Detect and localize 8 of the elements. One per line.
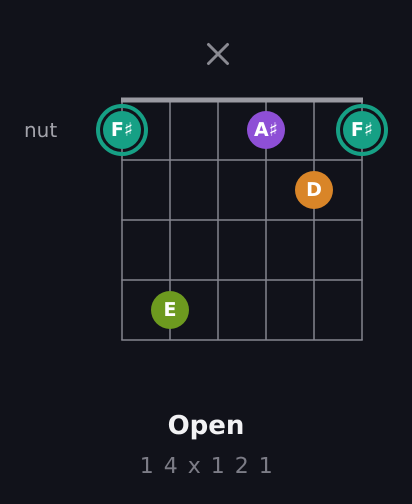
fret-position-label: nut <box>24 118 58 142</box>
note-marker: D <box>295 171 333 209</box>
note-marker: E <box>151 291 189 329</box>
note-marker: A♯ <box>247 111 285 149</box>
ringed-note-marker: F♯ <box>96 104 148 156</box>
fingering-text: 1 4 x 1 2 1 <box>140 454 274 480</box>
chord-name-title: Open <box>168 411 244 442</box>
ringed-note-marker: F♯ <box>336 104 388 156</box>
